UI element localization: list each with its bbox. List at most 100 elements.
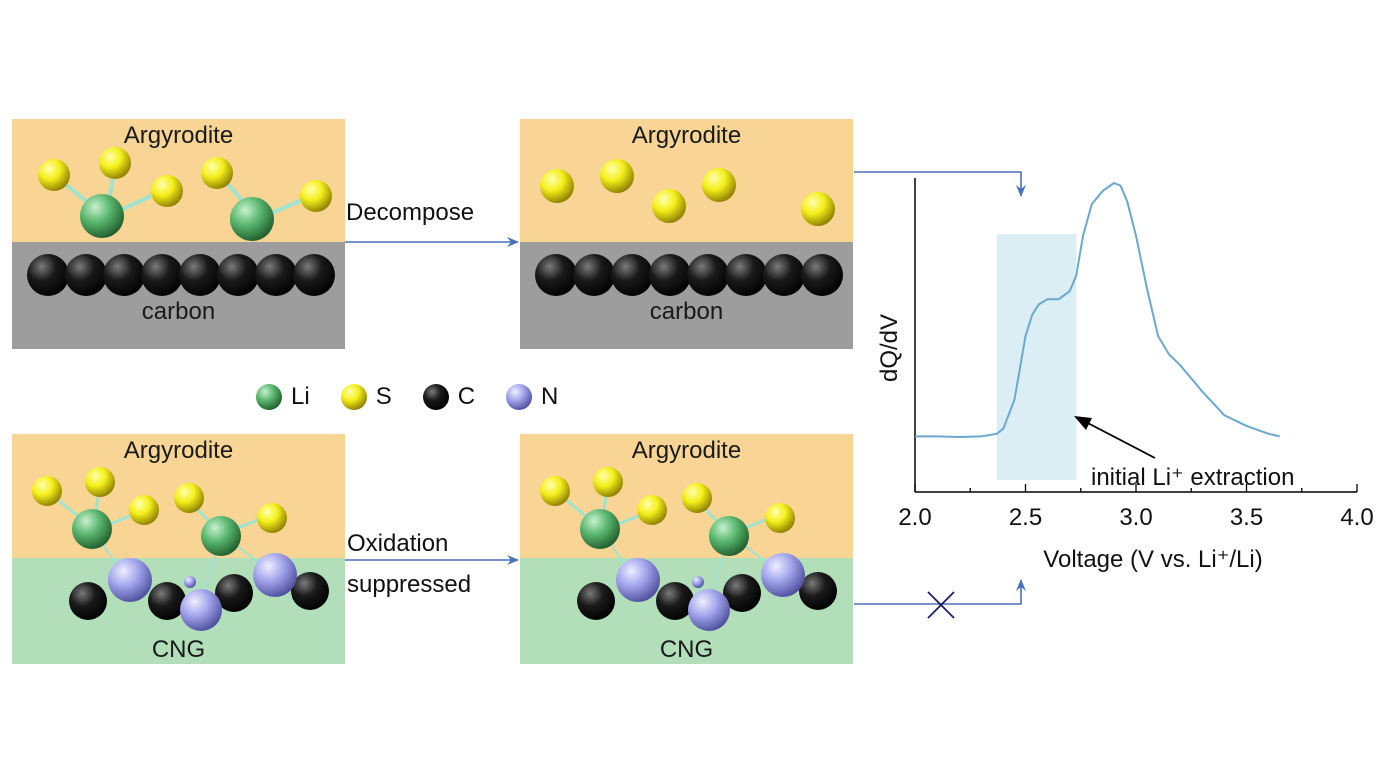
s-atom — [300, 180, 332, 212]
c-atom-icon — [422, 384, 449, 410]
c-atom — [687, 254, 729, 296]
s-atom — [652, 189, 686, 223]
c-atom — [65, 254, 107, 296]
atom-layer — [540, 467, 837, 631]
c-atom — [577, 582, 615, 620]
n-atom — [253, 553, 297, 597]
element-legend: Li S C N — [255, 380, 588, 414]
s-atom — [637, 495, 667, 525]
x-tick-label: 2.5 — [1009, 504, 1042, 531]
c-atom — [141, 254, 183, 296]
n-atom — [761, 553, 805, 597]
c-atom — [799, 572, 837, 610]
s-atom — [540, 169, 574, 203]
s-atom — [682, 483, 712, 513]
panel-argyrodite-carbon-decomposed: Argyrodite carbon — [520, 119, 853, 349]
c-atom — [801, 254, 843, 296]
annotation-label: initial Li⁺ extraction — [1091, 464, 1294, 491]
c-atom — [103, 254, 145, 296]
cng-label: CNG — [659, 636, 714, 663]
legend-item-li: Li — [255, 383, 310, 411]
dqdv-chart: 2.0 2.5 3.0 3.5 4.0 dQ/dV Voltage (V vs. Li⁺/L… — [876, 178, 1374, 573]
n-atom — [688, 589, 730, 631]
c-atom — [723, 574, 761, 612]
x-tick-label: 3.0 — [1119, 504, 1152, 531]
li-atom — [580, 509, 620, 549]
s-atom — [174, 483, 204, 513]
annotation-arrow — [1081, 419, 1156, 459]
legend-item-n: N — [505, 383, 558, 411]
panel-argyrodite-carbon-initial: Argyrodite carbon — [12, 119, 345, 349]
cng-label: CNG — [151, 636, 206, 663]
decompose-label: Decompose — [346, 199, 475, 226]
c-atom — [535, 254, 577, 296]
c-atom — [217, 254, 259, 296]
c-atom — [215, 574, 253, 612]
c-atom — [27, 254, 69, 296]
annotation-arrowhead — [1074, 416, 1092, 430]
li-atom — [256, 384, 282, 410]
legend-label: S — [375, 383, 392, 410]
s-atom — [702, 168, 736, 202]
n-atom — [506, 384, 533, 410]
c-atom — [293, 254, 335, 296]
connector-arrow-top — [854, 171, 1026, 197]
argyrodite-layer — [520, 119, 853, 242]
s-atom — [801, 192, 835, 226]
c-atom — [573, 254, 615, 296]
c-atom — [725, 254, 767, 296]
c-atom — [69, 582, 107, 620]
li-atom — [709, 516, 749, 556]
s-atom — [765, 503, 795, 533]
n-atom — [180, 589, 222, 631]
s-atom — [38, 159, 70, 191]
n-atom — [616, 558, 660, 602]
s-atom — [129, 495, 159, 525]
argyrodite-label: Argyrodite — [123, 437, 234, 464]
argyrodite-label: Argyrodite — [123, 122, 234, 149]
x-axis-label: Voltage (V vs. Li⁺/Li) — [1043, 546, 1262, 573]
x-tick-label: 2.0 — [898, 504, 931, 531]
s-atom — [593, 467, 623, 497]
argyrodite-label: Argyrodite — [631, 437, 742, 464]
n-atom-icon — [506, 384, 533, 410]
li-atom-icon — [256, 384, 282, 410]
n-atom — [184, 576, 196, 588]
s-atom — [600, 159, 634, 193]
li-atom — [80, 194, 124, 238]
legend-label: N — [541, 383, 559, 410]
s-atom — [32, 476, 62, 506]
s-atom — [201, 157, 233, 189]
li-atom — [230, 197, 274, 241]
legend-item-c: C — [422, 383, 475, 411]
c-atom — [649, 254, 691, 296]
s-atom — [257, 503, 287, 533]
highlight-band — [996, 234, 1077, 480]
suppressed-label: suppressed — [347, 571, 472, 598]
n-atom — [692, 576, 704, 588]
atom-layer — [32, 467, 329, 631]
s-atom — [99, 147, 131, 179]
legend-label: Li — [291, 383, 310, 410]
c-atom — [179, 254, 221, 296]
x-tick-label: 3.5 — [1230, 504, 1263, 531]
c-atom — [422, 384, 449, 410]
argyrodite-label: Argyrodite — [631, 122, 742, 149]
carbon-label: carbon — [649, 298, 724, 325]
connector-arrow-bottom — [854, 579, 1026, 605]
c-atom — [763, 254, 805, 296]
c-atom — [611, 254, 653, 296]
c-atom — [291, 572, 329, 610]
s-atom — [340, 384, 367, 410]
y-axis-label: dQ/dV — [876, 314, 903, 382]
s-atom-icon — [340, 384, 367, 410]
carbon-label: carbon — [141, 298, 216, 325]
n-atom — [108, 558, 152, 602]
panel-argyrodite-cng-stable: Argyrodite CNG — [520, 434, 853, 664]
s-atom — [540, 476, 570, 506]
c-atom — [255, 254, 297, 296]
oxidation-label: Oxidation — [347, 530, 449, 557]
blocked-cross-icon — [927, 591, 955, 619]
x-tick-label: 4.0 — [1340, 504, 1373, 531]
